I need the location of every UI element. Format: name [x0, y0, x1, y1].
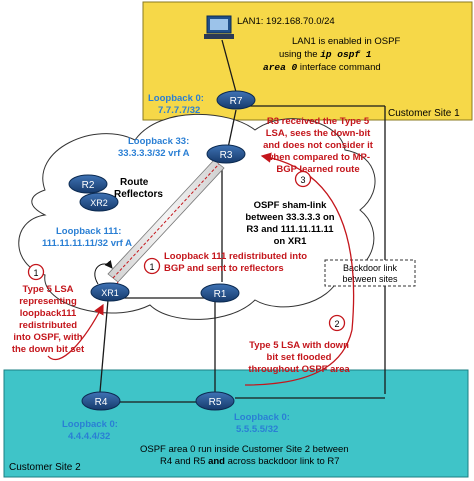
svg-text:R4 and R5 and across backdoor: R4 and R5 and across backdoor link to R7 — [160, 456, 340, 467]
svg-text:Loopback 0:: Loopback 0: — [62, 419, 118, 430]
site2-label: Customer Site 2 — [9, 462, 81, 473]
route-reflectors-label: Route Reflectors — [114, 177, 163, 200]
svg-text:1: 1 — [33, 268, 38, 278]
svg-text:between sites: between sites — [342, 274, 398, 284]
lan1-label: LAN1: 192.168.70.0/24 — [237, 16, 335, 27]
site1-label: Customer Site 1 — [388, 108, 460, 119]
ospf-note: LAN1 is enabled in OSPF using the ip osp… — [263, 36, 400, 73]
svg-text:when compared to MP-: when compared to MP- — [265, 152, 370, 163]
svg-text:7.7.7.7/32: 7.7.7.7/32 — [158, 105, 200, 116]
svg-text:Type 5 LSA: Type 5 LSA — [22, 284, 73, 295]
svg-text:Loopback 111:: Loopback 111: — [56, 226, 121, 237]
r5-loopback: Loopback 0: 5.5.5.5/32 — [234, 412, 290, 435]
svg-text:between 33.3.3.3 on: between 33.3.3.3 on — [245, 212, 334, 223]
svg-text:4.4.4.4/32: 4.4.4.4/32 — [68, 431, 110, 442]
svg-text:Loopback 0:: Loopback 0: — [234, 412, 290, 423]
svg-text:Loopback 111 redistributed int: Loopback 111 redistributed into — [164, 251, 307, 262]
svg-text:R3 received the Type 5: R3 received the Type 5 — [267, 116, 370, 127]
svg-text:LSA, sees the down-bit: LSA, sees the down-bit — [266, 128, 371, 139]
svg-text:111.11.11.11/32 vrf A: 111.11.11.11/32 vrf A — [42, 238, 132, 249]
svg-text:using the ip ospf 1: using the ip ospf 1 — [279, 49, 372, 60]
svg-text:the down bit set: the down bit set — [12, 344, 85, 355]
red-arrows — [47, 152, 355, 386]
step-1-middle: 1 — [143, 257, 161, 275]
svg-text:R3 and 111.11.11.11: R3 and 111.11.11.11 — [246, 224, 334, 235]
svg-text:and does not consider it: and does not consider it — [263, 140, 374, 151]
svg-text:area 0 interface command: area 0 interface command — [263, 62, 381, 73]
customer-site-1: Customer Site 1 — [142, 1, 473, 121]
backdoor-label: Backdoor link between sites — [324, 259, 416, 287]
svg-text:on XR1: on XR1 — [274, 236, 307, 247]
step-3: 3 — [294, 170, 312, 188]
xr1-loop-arrow — [94, 260, 113, 285]
svg-text:5.5.5.5/32: 5.5.5.5/32 — [236, 424, 278, 435]
router-r2-label: R2 — [82, 180, 95, 191]
step-2: 2 — [328, 314, 346, 332]
svg-text:33.3.3.3/32 vrf A: 33.3.3.3/32 vrf A — [118, 148, 190, 159]
links — [99, 39, 386, 403]
router-r3-label: R3 — [220, 150, 233, 161]
router-r4[interactable]: R4 — [81, 391, 121, 411]
svg-text:loopback111: loopback111 — [20, 308, 77, 319]
r3-received-annotation: R3 received the Type 5 LSA, sees the dow… — [263, 116, 374, 175]
svg-text:bit set flooded: bit set flooded — [267, 352, 332, 363]
type5-left-annotation: Type 5 LSA representing loopback111 redi… — [12, 284, 85, 355]
customer-site-2: Customer Site 2 — [3, 369, 469, 478]
svg-text:LAN1 is enabled in OSPF: LAN1 is enabled in OSPF — [292, 36, 400, 47]
router-r7[interactable]: R7 — [216, 90, 256, 110]
svg-text:OSPF sham-link: OSPF sham-link — [254, 200, 328, 211]
r4-loopback: Loopback 0: 4.4.4.4/32 — [62, 419, 118, 442]
router-xr1-label: XR1 — [101, 288, 119, 298]
svg-text:Type 5 LSA with down: Type 5 LSA with down — [249, 340, 349, 351]
router-r4-label: R4 — [95, 397, 108, 408]
svg-text:1: 1 — [149, 262, 154, 272]
router-r1-label: R1 — [214, 289, 227, 300]
r3-loopback: Loopback 33: 33.3.3.3/32 vrf A — [118, 136, 190, 159]
svg-text:throughout OSPF area: throughout OSPF area — [248, 364, 350, 375]
xr1-loopback: Loopback 111: 111.11.11.11/32 vrf A — [42, 226, 132, 249]
svg-text:redistributed: redistributed — [19, 320, 77, 331]
svg-text:2: 2 — [334, 319, 339, 329]
svg-text:3: 3 — [300, 175, 305, 185]
type5-right-annotation: Type 5 LSA with down bit set flooded thr… — [248, 340, 350, 375]
router-r3[interactable]: R3 — [206, 144, 246, 164]
svg-text:representing: representing — [19, 296, 77, 307]
svg-text:Backdoor link: Backdoor link — [343, 263, 398, 273]
site2-footer: OSPF area 0 run inside Customer Site 2 b… — [140, 444, 349, 467]
router-xr2[interactable]: XR2 — [79, 192, 119, 212]
svg-text:into OSPF, with: into OSPF, with — [13, 332, 82, 343]
svg-text:OSPF area 0 run inside Custome: OSPF area 0 run inside Customer Site 2 b… — [140, 444, 349, 455]
router-xr2-label: XR2 — [90, 198, 108, 208]
redistributed-label: Loopback 111 redistributed into BGP and … — [164, 251, 307, 274]
router-r7-label: R7 — [230, 96, 243, 107]
router-r1[interactable]: R1 — [200, 283, 240, 303]
step-1-left: 1 — [27, 263, 45, 281]
router-r5[interactable]: R5 — [195, 391, 235, 411]
svg-text:BGP and sent to reflectors: BGP and sent to reflectors — [164, 263, 284, 274]
router-r2[interactable]: R2 — [68, 174, 108, 194]
svg-text:BGP learned route: BGP learned route — [276, 164, 359, 175]
svg-text:Route: Route — [120, 177, 149, 188]
router-xr1[interactable]: XR1 — [90, 282, 130, 302]
sham-link-label: OSPF sham-link between 33.3.3.3 on R3 an… — [245, 200, 334, 247]
r7-loopback: Loopback 0: 7.7.7.7/32 — [148, 93, 204, 116]
router-r5-label: R5 — [209, 397, 222, 408]
svg-text:Loopback 0:: Loopback 0: — [148, 93, 204, 104]
computer-icon — [204, 15, 234, 39]
svg-text:Reflectors: Reflectors — [114, 189, 163, 200]
svg-text:Loopback 33:: Loopback 33: — [128, 136, 189, 147]
